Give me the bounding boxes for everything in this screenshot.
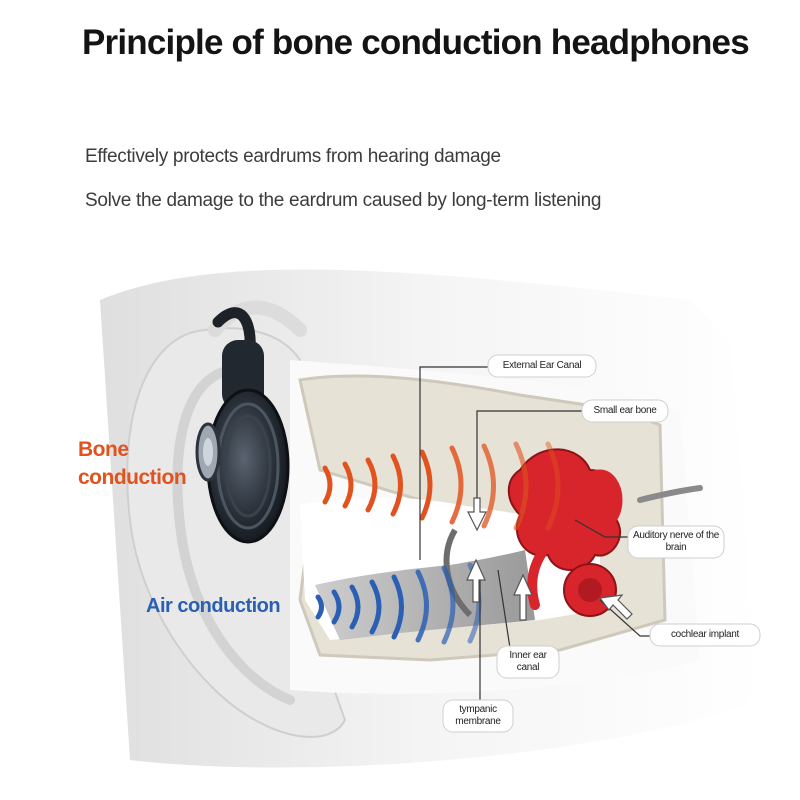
bone-conduction-label: Bone conduction — [78, 438, 187, 489]
air-wave-7 — [441, 565, 456, 645]
bone-wave-1 — [322, 465, 333, 505]
callout-external-ear-canal: External Ear Canal — [502, 360, 582, 371]
page-title: Principle of bone conduction headphones — [82, 23, 750, 62]
callout-auditory-nerve: Auditory nerve of the brain — [633, 530, 719, 553]
arrow-inner-canal — [513, 573, 533, 621]
cochlea-ossicles — [507, 448, 703, 617]
subtitle-long-term-listening: Solve the damage to the eardrum caused b… — [85, 190, 602, 211]
bone-wave-7 — [481, 443, 496, 529]
callout-small-ear-bone: Small ear bone — [593, 405, 657, 416]
air-wave-2 — [331, 589, 342, 625]
air-conduction-waves — [315, 562, 482, 645]
callout-boxes — [442, 354, 761, 733]
bone-wave-3 — [365, 457, 378, 513]
air-wave-5 — [391, 574, 404, 640]
air-wave-4 — [369, 579, 382, 635]
callout-inner-ear-canal: Inner ear canal — [509, 650, 547, 673]
bone-wave-4 — [390, 453, 403, 517]
bone-wave-6 — [449, 445, 464, 525]
bone-wave-5 — [419, 449, 433, 521]
arrow-eardrum — [466, 558, 486, 603]
headphone-earpiece — [195, 307, 290, 544]
bone-wave-2 — [342, 461, 354, 509]
bone-conduction-waves — [322, 441, 561, 531]
callout-arrows — [466, 497, 633, 621]
subtitle-eardrum-protection: Effectively protects eardrums from heari… — [85, 146, 501, 167]
bone-wave-8 — [513, 441, 529, 531]
arrow-small-ear-bone — [467, 497, 487, 532]
callout-cochlear-implant: cochlear implant — [670, 629, 739, 640]
air-wave-6 — [415, 569, 429, 643]
arrow-cochlea — [598, 594, 633, 620]
air-wave-1 — [315, 594, 324, 620]
bone-wave-9 — [545, 441, 561, 531]
air-conduction-label: Air conduction — [146, 595, 281, 617]
callout-tympanic-membrane: tympanic membrane — [455, 704, 501, 727]
air-wave-3 — [349, 584, 361, 630]
